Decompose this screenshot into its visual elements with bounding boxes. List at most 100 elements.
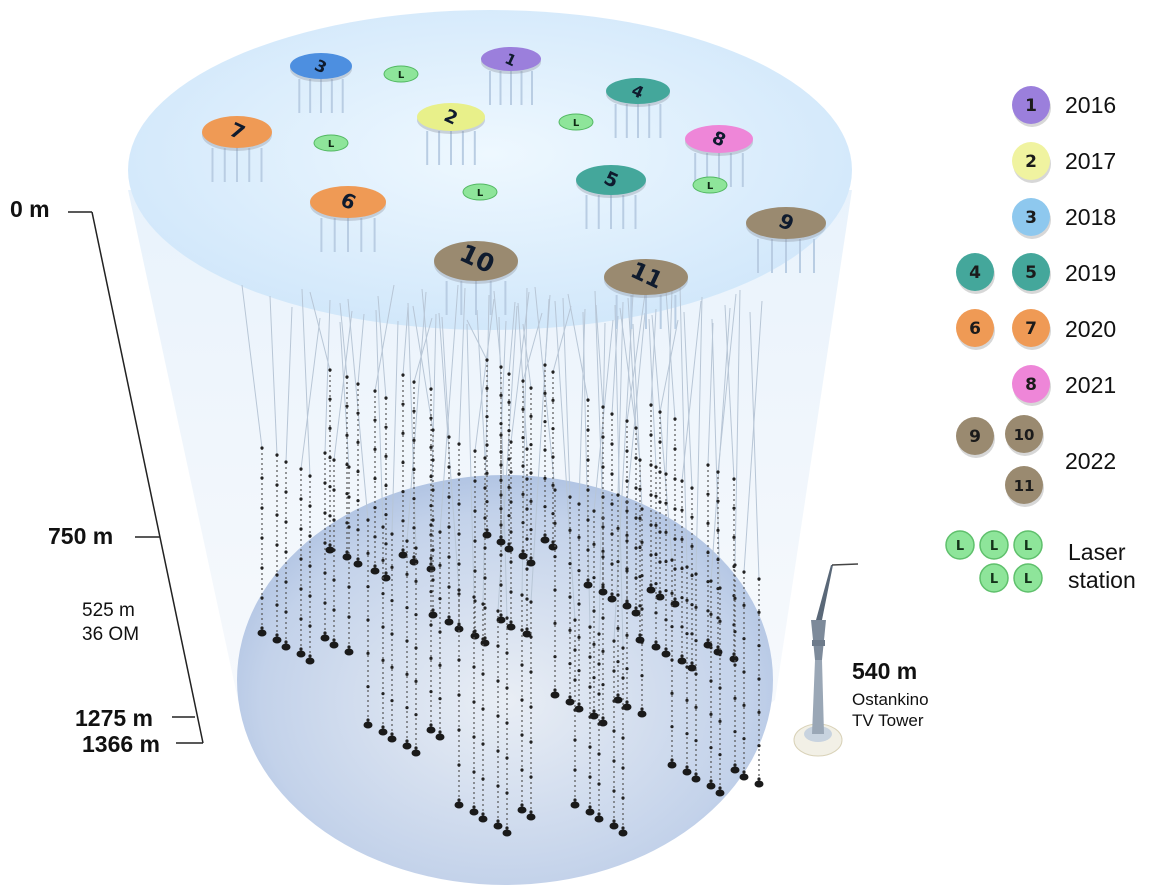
optical-module (412, 555, 416, 559)
optical-module (473, 479, 477, 483)
optical-module (373, 447, 377, 451)
optical-module (381, 725, 385, 729)
optical-module (499, 422, 503, 426)
optical-module (690, 544, 694, 548)
optical-module (597, 812, 601, 816)
optical-module (401, 460, 405, 465)
optical-module (483, 546, 487, 550)
modules-per-string-label: 36 OM (82, 624, 140, 645)
optical-module (412, 497, 416, 501)
legend-laser-marker: L (979, 530, 1009, 560)
optical-module (520, 803, 524, 807)
string (526, 386, 536, 567)
string (496, 365, 506, 546)
optical-module (543, 391, 547, 395)
optical-module (673, 477, 677, 481)
optical-module (658, 470, 662, 474)
string-anchor (583, 581, 593, 589)
optical-module (431, 578, 435, 582)
string (526, 600, 536, 821)
legend-cluster-marker-5: 5 (1012, 253, 1051, 294)
string (609, 639, 619, 830)
optical-module (499, 450, 503, 454)
string (598, 405, 608, 596)
optical-module (275, 453, 279, 457)
optical-module (706, 463, 710, 467)
optical-module (414, 679, 418, 683)
optical-module (586, 428, 590, 432)
depth-scale-bracket (68, 211, 204, 744)
optical-module (649, 523, 653, 527)
optical-module (625, 419, 629, 423)
string-anchor (506, 623, 516, 631)
optical-module (634, 486, 638, 490)
optical-module (706, 638, 710, 642)
optical-module (529, 635, 533, 639)
cluster-marker-9: 9 (746, 207, 826, 273)
optical-module (658, 500, 662, 504)
optical-module (485, 443, 489, 447)
optical-module (499, 553, 503, 557)
optical-module (529, 705, 533, 709)
legend-cluster-marker-8: 8 (1012, 365, 1051, 406)
string (687, 486, 697, 672)
optical-module (529, 556, 533, 560)
optical-module (412, 409, 416, 413)
optical-module (597, 722, 601, 726)
legend-laser-label-line1: Laser (1068, 539, 1126, 565)
optical-module (507, 457, 511, 461)
optical-module (457, 502, 461, 506)
optical-module (694, 605, 698, 609)
optical-module (732, 506, 736, 510)
laser-station-glyph: L (707, 181, 714, 192)
optical-module (616, 560, 620, 564)
optical-module (260, 536, 264, 540)
optical-module (529, 499, 533, 503)
legend-laser-glyph: L (956, 539, 964, 554)
optical-module (328, 514, 332, 518)
optical-module (499, 583, 503, 587)
string-anchor (480, 639, 490, 647)
optical-module (438, 730, 442, 734)
optical-module (616, 626, 620, 630)
optical-module (553, 555, 557, 559)
optical-module (649, 493, 653, 497)
optical-module (457, 532, 461, 536)
optical-module (485, 500, 489, 504)
optical-module (521, 549, 525, 553)
string-anchor (370, 567, 380, 575)
string-anchor (729, 655, 739, 663)
optical-module (616, 526, 620, 530)
optical-module (328, 426, 332, 430)
optical-module (586, 488, 590, 492)
optical-module (384, 483, 388, 488)
string-anchor (635, 636, 645, 644)
optical-module (529, 775, 533, 779)
optical-module (709, 779, 713, 783)
optical-module (414, 713, 418, 717)
optical-module (390, 699, 394, 703)
optical-module (390, 565, 394, 569)
optical-module (507, 485, 511, 489)
legend-cluster-marker-10: 10 (1005, 415, 1044, 456)
optical-module (481, 602, 485, 606)
optical-module (586, 548, 590, 552)
optical-module (299, 647, 303, 651)
optical-module (405, 606, 409, 610)
optical-module (345, 375, 349, 379)
optical-module (308, 474, 312, 478)
optical-module (299, 497, 303, 501)
optical-module (509, 620, 513, 624)
optical-module (429, 723, 433, 727)
optical-module (328, 455, 332, 460)
tower-name-line1: Ostankino (852, 690, 929, 709)
optical-module (401, 548, 405, 552)
optical-module (573, 768, 577, 772)
optical-module (328, 397, 332, 401)
optical-module (323, 541, 327, 545)
optical-module (496, 609, 500, 613)
tower-height-label: 540 m (852, 658, 918, 684)
optical-module (592, 676, 596, 680)
string-anchor (754, 780, 764, 788)
